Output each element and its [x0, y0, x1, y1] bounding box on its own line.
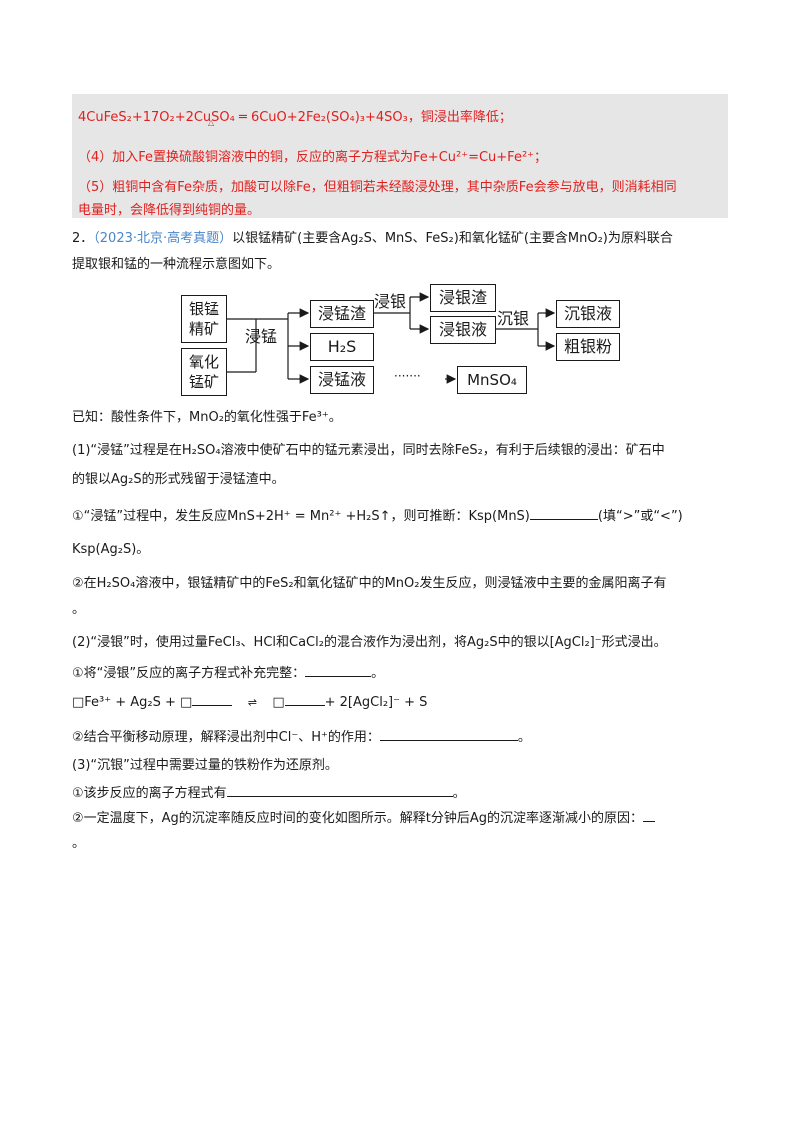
ore2-label: 氧化 锰矿 [188, 353, 219, 391]
answer-blank-reason[interactable] [643, 809, 656, 822]
answer-blank-ksp[interactable] [529, 507, 598, 520]
precip-liquor-label: 沉银液 [563, 304, 612, 323]
part2-intro: (2)“浸银”时，使用过量FeCl₃、HCl和CaCl₂的混合液作为浸出剂，将A… [72, 635, 667, 650]
part1-sub1-line-b: Ksp(Ag₂S)。 [72, 542, 150, 557]
mnso4-box: MnSO₄ [457, 366, 527, 394]
mn-liquor-label: 浸锰液 [317, 370, 366, 389]
answer-line-3a: （5）粗铜中含有Fe杂质，加酸可以除Fe，但粗铜若未经酸浸处理，其中杂质Fe会参… [78, 180, 677, 195]
ore1-box: 银锰 精矿 [181, 295, 227, 343]
answer-line-1: 4CuFeS₂+17O₂+2CuSO₄ ═ 6CuO+2Fe₂(SO₄)₃+4S… [78, 106, 512, 127]
question-number: 2． [72, 231, 94, 246]
ag-residue-box: 浸银渣 [430, 284, 496, 312]
ore2-box: 氧化 锰矿 [181, 348, 227, 396]
crude-ag-label: 粗银粉 [563, 337, 612, 356]
ionic-equation-line: □Fe³⁺ + Ag₂S + □ ⇌ □ + 2[AgCl₂]⁻ + S [72, 693, 427, 712]
answer-equation: 4CuFeS₂+17O₂+2CuSO₄ ═ 6CuO+2Fe₂(SO₄)₃+4S… [78, 110, 408, 125]
ag-liquor-box: 浸银液 [430, 316, 496, 344]
gas-label: H₂S [327, 337, 357, 356]
part1-sub2-line-b: 。 [72, 602, 86, 617]
part1-sub1-tail: (填“>”或“<”) [597, 509, 683, 524]
equation-right-box: □ [272, 695, 285, 710]
question-intro-line1: 2．（2023·北京·高考真题）以银锰精矿(主要含Ag₂S、MnS、FeS₂)和… [72, 230, 673, 248]
residue-label: 浸锰渣 [317, 304, 366, 323]
part2-sub2-text: ②结合平衡移动原理，解释浸出剂中Cl⁻、H⁺的作用： [72, 730, 380, 745]
answer-blank-reactant[interactable] [192, 693, 233, 706]
part2-sub2: ②结合平衡移动原理，解释浸出剂中Cl⁻、H⁺的作用： 。 [72, 728, 531, 747]
equation-right: + 2[AgCl₂]⁻ + S [324, 695, 428, 710]
part3-sub2-text: ②一定温度下，Ag的沉淀率随反应时间的变化如图所示。解释t分钟后Ag的沉淀率逐渐… [72, 811, 644, 826]
ag-liquor-label: 浸银液 [438, 320, 487, 339]
question-source: （2023·北京·高考真题） [93, 231, 233, 246]
part1-sub1-text: ①“浸锰”过程中，发生反应MnS+2H⁺ = Mn²⁺ +H₂S↑，则可推断：K… [72, 509, 530, 524]
known-condition: 已知：酸性条件下，MnO₂的氧化性强于Fe³⁺。 [72, 410, 342, 425]
part3-sub2-end: 。 [72, 836, 86, 851]
answer-blank-product[interactable] [284, 693, 325, 706]
step-leach-ag-label: 浸银 [374, 292, 407, 311]
answer-line-1-tail: ，铜浸出率降低； [407, 110, 512, 125]
mnso4-label: MnSO₄ [467, 371, 517, 389]
answer-line-3b: 电量时，会降低得到纯铜的量。 [78, 203, 261, 218]
part1-sub1-line-a: ①“浸锰”过程中，发生反应MnS+2H⁺ = Mn²⁺ +H₂S↑，则可推断：K… [72, 507, 683, 526]
part3-sub1: ①该步反应的离子方程式有 。 [72, 784, 466, 803]
gas-box: H₂S [310, 333, 374, 361]
answer-line-2: （4）加入Fe置换硫酸铜溶液中的铜，反应的离子方程式为Fe+Cu²⁺=Cu+Fe… [78, 150, 548, 165]
part3-sub1-text: ①该步反应的离子方程式有 [72, 786, 227, 801]
step-precip-label: 沉银 [497, 309, 530, 328]
question-intro-line2: 提取银和锰的一种流程示意图如下。 [72, 257, 281, 272]
part1-line-a: (1)“浸锰”过程是在H₂SO₄溶液中使矿石中的锰元素浸出，同时去除FeS₂，有… [72, 443, 665, 458]
answer-block [72, 94, 728, 218]
step-leach-mn-label: 浸锰 [245, 327, 278, 346]
answer-blank-reaction[interactable] [226, 784, 453, 797]
part2-sub1-text: ①将“浸银”反应的离子方程式补充完整： [72, 666, 306, 681]
ag-residue-label: 浸银渣 [438, 288, 487, 307]
part3-sub2: ②一定温度下，Ag的沉淀率随反应时间的变化如图所示。解释t分钟后Ag的沉淀率逐渐… [72, 809, 656, 828]
mn-liquor-box: 浸锰液 [310, 366, 374, 394]
residue-box: 浸锰渣 [310, 300, 374, 328]
answer-blank-equation[interactable] [305, 664, 372, 677]
precip-liquor-box: 沉银液 [556, 300, 620, 328]
part3-intro: (3)“沉银”过程中需要过量的铁粉作为还原剂。 [72, 758, 338, 773]
part2-sub1-end: 。 [371, 666, 385, 681]
crude-ag-box: 粗银粉 [556, 333, 620, 361]
part3-sub1-end: 。 [452, 786, 466, 801]
equation-left: □Fe³⁺ + Ag₂S + □ [72, 695, 193, 710]
ore1-label: 银锰 精矿 [188, 300, 219, 338]
part2-sub1: ①将“浸银”反应的离子方程式补充完整： 。 [72, 664, 384, 683]
answer-blank-role[interactable] [379, 728, 518, 741]
question-intro-a: 以银锰精矿(主要含Ag₂S、MnS、FeS₂)和氧化锰矿(主要含MnO₂)为原料… [232, 231, 673, 246]
equilibrium-arrow-icon: ⇌ [247, 696, 257, 709]
part1-line-b: 的银以Ag₂S的形式残留于浸锰渣中。 [72, 472, 285, 487]
heat-condition: △ [208, 118, 215, 127]
flow-dots: ······· [394, 369, 421, 383]
part1-sub2-line-a: ②在H₂SO₄溶液中，银锰精矿中的FeS₂和氧化锰矿中的MnO₂发生反应，则浸锰… [72, 576, 667, 591]
part2-sub2-end: 。 [517, 730, 531, 745]
